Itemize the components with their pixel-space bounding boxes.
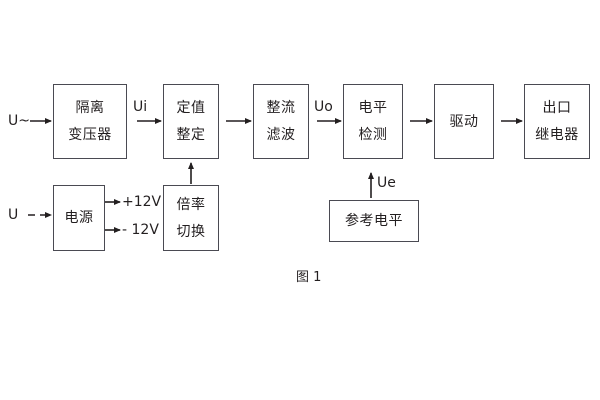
block-level-detection[interactable]: 电平 检测 — [343, 84, 403, 159]
label-input-dc: U — [8, 207, 19, 223]
block-label-line: 出口 — [542, 100, 572, 116]
label-input-ac: U~ — [8, 113, 30, 129]
label-supply-plus12v: +12V — [122, 194, 162, 210]
block-label-line: 滤波 — [266, 127, 296, 143]
block-reference-level[interactable]: 参考电平 — [329, 200, 419, 242]
block-drive[interactable]: 驱动 — [434, 84, 494, 159]
block-rectify-filter[interactable]: 整流 滤波 — [253, 84, 309, 159]
label-signal-ui: Ui — [133, 99, 148, 115]
block-label-line: 定值 — [176, 100, 206, 116]
block-label-line: 电源 — [64, 210, 94, 226]
label-signal-uo: Uo — [314, 99, 333, 115]
figure-caption: 图 1 — [296, 270, 322, 285]
block-label-line: 继电器 — [535, 127, 579, 143]
block-label-line: 整流 — [266, 100, 296, 116]
block-power-supply[interactable]: 电源 — [53, 185, 105, 251]
block-label-line: 切换 — [176, 223, 206, 240]
block-label-line: 隔离 — [75, 100, 105, 116]
block-label-line: 参考电平 — [345, 213, 403, 229]
block-label-line: 倍率 — [176, 196, 206, 213]
block-setting-value[interactable]: 定值 整定 — [163, 84, 219, 159]
block-label-line: 检测 — [358, 127, 388, 143]
block-isolation-transformer[interactable]: 隔离 变压器 — [53, 84, 127, 159]
block-output-relay[interactable]: 出口 继电器 — [524, 84, 590, 159]
block-label-line: 驱动 — [449, 113, 479, 130]
block-label-line: 整定 — [176, 127, 206, 143]
block-multiplier-switch[interactable]: 倍率 切换 — [163, 185, 219, 251]
label-signal-ue: Ue — [377, 175, 396, 191]
label-supply-minus12v: - 12V — [122, 222, 159, 238]
block-label-line: 变压器 — [68, 127, 112, 143]
block-label-line: 电平 — [358, 100, 388, 116]
